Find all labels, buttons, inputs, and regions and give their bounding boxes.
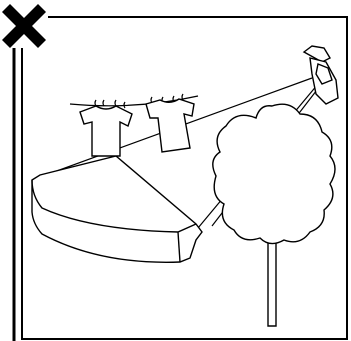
security-light-icon	[302, 45, 339, 105]
x-mark-icon	[2, 4, 46, 48]
t-shirt-icon	[145, 98, 195, 153]
illuminated-area	[31, 155, 203, 263]
frame	[21, 16, 348, 340]
tree	[212, 103, 336, 327]
t-shirt-icon	[79, 105, 133, 157]
clothesline	[69, 95, 199, 107]
